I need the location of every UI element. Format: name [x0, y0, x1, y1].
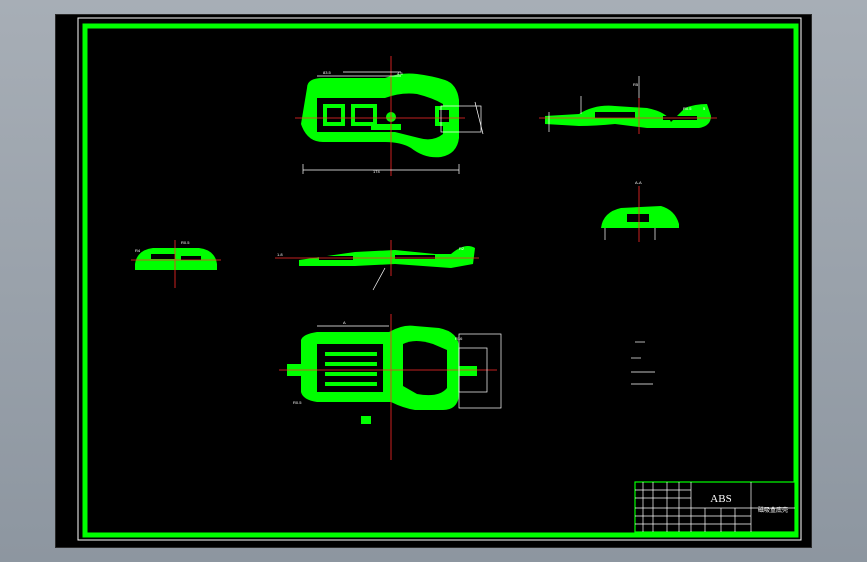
svg-text:174: 174	[373, 169, 380, 174]
cad-drawing: 174 83.5 4.5 R5 R0.5 5 A-A R4 R0.5	[77, 17, 802, 541]
svg-text:R4: R4	[135, 248, 141, 253]
svg-text:1.8: 1.8	[277, 252, 283, 257]
part-name-label: 磁吸盒底壳	[758, 506, 788, 514]
svg-text:83.5: 83.5	[323, 70, 332, 75]
sheet-frame	[82, 23, 799, 538]
technical-notes	[631, 341, 655, 385]
svg-text:R2: R2	[459, 246, 465, 251]
view-top[interactable]: 174 83.5 4.5	[295, 56, 484, 176]
view-section-middle[interactable]: 1.8 R2	[275, 240, 479, 291]
view-bottom[interactable]: A R16 R0.5	[279, 314, 502, 460]
view-side-right[interactable]: R5 R0.5 5	[539, 76, 717, 134]
material-label: ABS	[710, 493, 731, 505]
view-section-right[interactable]: A-A	[601, 180, 679, 242]
svg-text:4.5: 4.5	[397, 71, 403, 76]
view-section-left[interactable]: R4 R0.5	[131, 240, 221, 288]
title-block: ABS 磁吸盒底壳	[634, 481, 796, 533]
svg-text:R0.5: R0.5	[181, 240, 190, 245]
svg-text:A: A	[343, 320, 346, 325]
svg-text:5: 5	[703, 106, 706, 111]
svg-text:R0.5: R0.5	[683, 106, 692, 111]
svg-text:R0.5: R0.5	[293, 400, 302, 405]
svg-text:A-A: A-A	[635, 180, 642, 185]
svg-text:R5: R5	[633, 82, 639, 87]
sheet-outer-border	[77, 17, 802, 541]
svg-text:R16: R16	[455, 336, 463, 341]
cad-drawing-viewport[interactable]: 174 83.5 4.5 R5 R0.5 5 A-A R4 R0.5	[55, 14, 812, 548]
